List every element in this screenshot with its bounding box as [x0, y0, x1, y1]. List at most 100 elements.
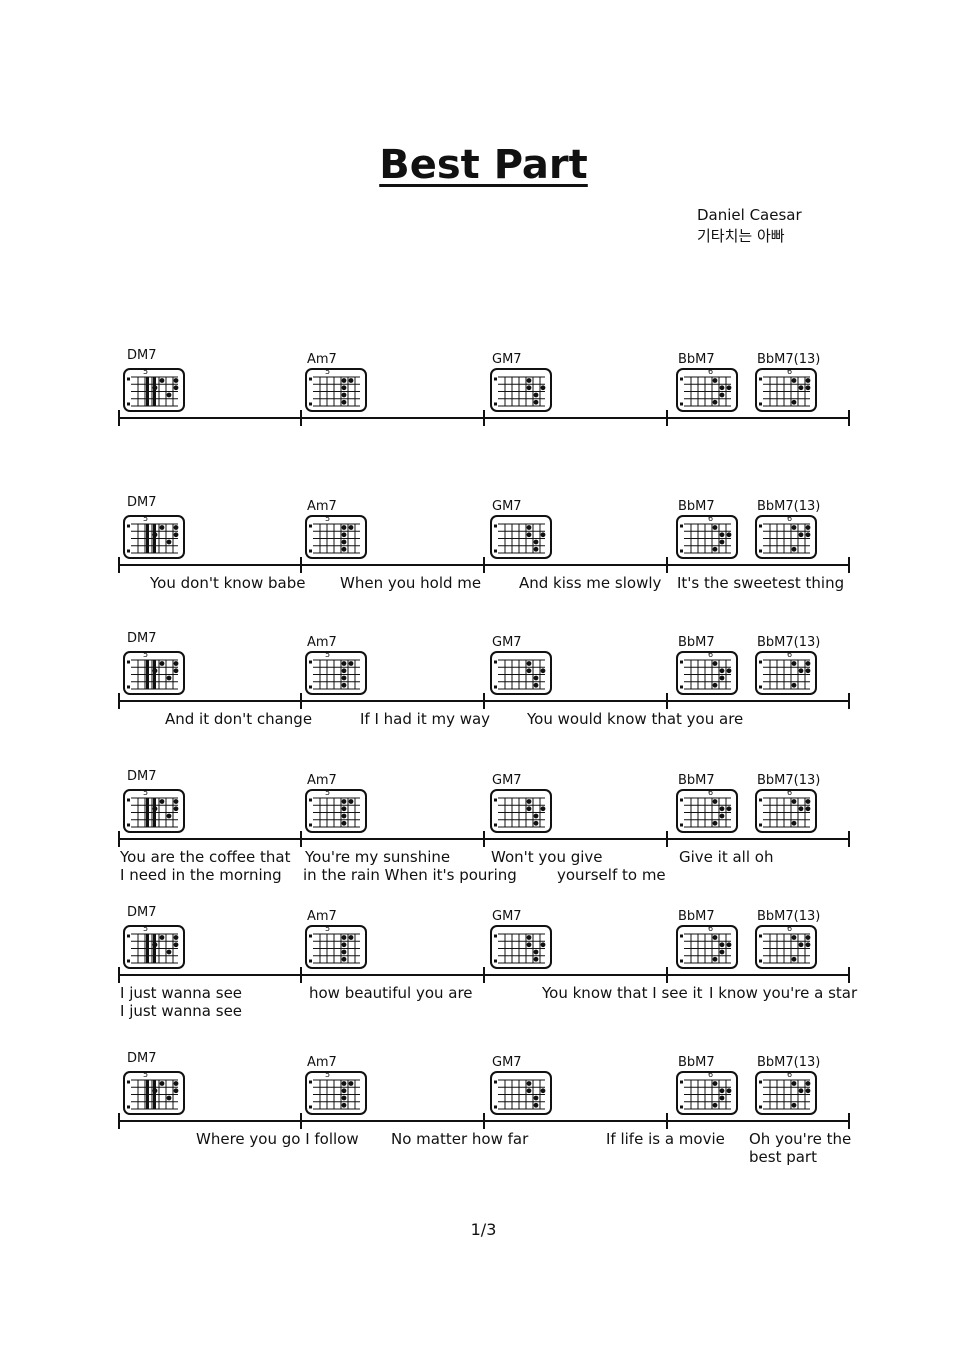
finger-dot: [173, 799, 179, 804]
finger-dot: [533, 813, 539, 819]
finger-dot: [805, 668, 811, 674]
finger-dot: [159, 378, 165, 383]
chord-grid: [759, 1079, 811, 1110]
barline: [118, 967, 120, 983]
finger-dot: [166, 675, 172, 681]
finger-dot: [341, 668, 347, 674]
finger-dot: [712, 661, 718, 666]
chord-grid: [309, 1079, 360, 1110]
finger-dot: [166, 1095, 172, 1101]
lyric-line: When you hold me: [340, 574, 482, 592]
finger-dot: [173, 942, 179, 948]
finger-dot: [791, 682, 797, 688]
chord-name: DM7: [127, 495, 157, 510]
finger-dot: [526, 935, 532, 940]
chord-name: BbM7(13): [757, 909, 821, 924]
finger-dot: [173, 378, 179, 383]
finger-dot: [712, 1102, 718, 1108]
finger-dot: [798, 942, 804, 948]
chord-box: [123, 368, 185, 412]
page-number: 1/3: [470, 1220, 497, 1239]
chord-grid: [127, 933, 179, 964]
chord-name: BbM7(13): [757, 352, 821, 367]
barline: [483, 693, 485, 709]
fret-number: 6: [708, 650, 714, 659]
chord-box: [490, 925, 552, 969]
chord-box: [676, 925, 738, 969]
chord-grid: [309, 376, 360, 407]
chord-box: [305, 925, 367, 969]
fret-number: 6: [787, 788, 793, 797]
finger-dot: [791, 661, 797, 666]
finger-dot: [166, 392, 172, 398]
finger-dot: [173, 935, 179, 940]
chord-name: BbM7: [678, 635, 715, 650]
chord-box: [123, 1071, 185, 1115]
lyric-line: I just wanna see: [120, 1002, 243, 1020]
chord-box: [305, 368, 367, 412]
finger-dot: [791, 799, 797, 804]
barline: [483, 410, 485, 426]
barline: [118, 557, 120, 573]
finger-dot: [805, 942, 811, 948]
chord-name: GM7: [492, 773, 522, 788]
chord-box: [676, 515, 738, 559]
chord-box: [676, 651, 738, 695]
finger-dot: [791, 399, 797, 405]
chord-grid: [494, 1079, 546, 1110]
finger-dot: [791, 1081, 797, 1086]
arranger-name: 기타치는 아빠: [697, 227, 785, 245]
finger-dot: [726, 385, 732, 391]
chord-box: [755, 789, 817, 833]
fret-number: 5: [143, 514, 149, 523]
lyric-line: No matter how far: [391, 1130, 529, 1148]
finger-dot: [152, 385, 158, 391]
finger-dot: [791, 956, 797, 962]
finger-dot: [540, 1088, 546, 1094]
chord-name: BbM7: [678, 773, 715, 788]
lyric-line: yourself to me: [557, 866, 666, 884]
fret-number: 6: [787, 924, 793, 933]
finger-dot: [159, 935, 165, 940]
finger-dot: [166, 813, 172, 819]
lyric-line: I just wanna see: [120, 984, 243, 1002]
chord-box: [123, 515, 185, 559]
lyric-line: You are the coffee that: [120, 848, 291, 866]
chord-name: DM7: [127, 769, 157, 784]
chord-name: BbM7(13): [757, 773, 821, 788]
lyric-line: I know you're a star: [709, 984, 858, 1002]
finger-dot: [791, 935, 797, 940]
barline: [300, 967, 302, 983]
chord-grid: [759, 797, 811, 828]
chord-grid: [309, 523, 360, 554]
chord-grid: [494, 933, 546, 964]
finger-dot: [341, 378, 347, 383]
barline: [483, 1113, 485, 1129]
finger-dot: [712, 1081, 718, 1086]
chord-box: [755, 651, 817, 695]
lyric-line: You don't know babe: [150, 574, 306, 592]
chord-name: GM7: [492, 909, 522, 924]
chord-name: GM7: [492, 352, 522, 367]
barline: [848, 967, 850, 983]
lyric-line: best part: [749, 1148, 817, 1166]
finger-dot: [791, 820, 797, 826]
finger-dot: [152, 806, 158, 812]
barline: [300, 557, 302, 573]
finger-dot: [341, 546, 347, 552]
chord-grid: [127, 523, 179, 554]
barline: [483, 831, 485, 847]
chord-grid: [127, 1079, 179, 1110]
finger-dot: [173, 385, 179, 391]
finger-dot: [152, 668, 158, 674]
chord-box: [755, 1071, 817, 1115]
chord-name: BbM7: [678, 909, 715, 924]
barline: [300, 693, 302, 709]
finger-dot: [712, 935, 718, 940]
finger-dot: [719, 949, 725, 955]
chord-name: BbM7: [678, 499, 715, 514]
chord-box: [755, 925, 817, 969]
fret-number: 5: [325, 650, 331, 659]
finger-dot: [526, 799, 532, 804]
fret-number: 6: [708, 367, 714, 376]
